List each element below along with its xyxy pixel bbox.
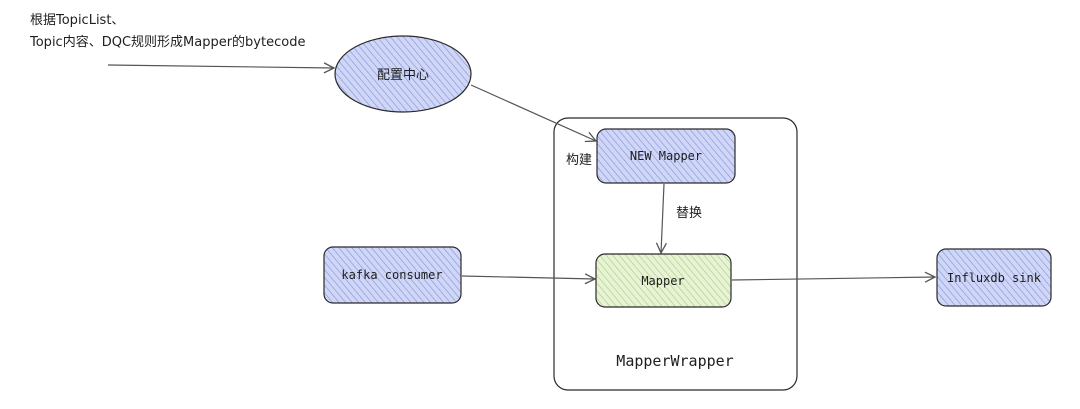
edge-kafka-to-mapper (461, 276, 595, 279)
mapper-wrapper-box (553, 117, 798, 391)
source-note: 根据TopicList、 Topic内容、DQC规则形成Mapper的bytec… (30, 10, 305, 54)
edge-mapper-to-influxdb (731, 277, 935, 280)
influxdb-sink-node: Influxdb sink (936, 248, 1052, 307)
mapper-wrapper-label: MapperWrapper (616, 352, 733, 370)
edge-note-to-config (107, 65, 334, 68)
source-note-line-1: 根据TopicList、 (30, 13, 125, 28)
new-mapper-node: NEW Mapper (596, 128, 736, 184)
source-note-line-2: Topic内容、DQC规则形成Mapper的bytecode (30, 35, 306, 50)
edge-config-to-new-mapper (470, 84, 596, 141)
influxdb-sink-label: Influxdb sink (947, 271, 1042, 285)
kafka-consumer-label: kafka consumer (341, 268, 442, 282)
config-center-label: 配置中心 (377, 68, 429, 83)
config-center-node: 配置中心 (334, 35, 472, 113)
new-mapper-label: NEW Mapper (630, 149, 702, 163)
edge-label-replace: 替换 (676, 206, 702, 221)
mapper-label: Mapper (641, 274, 684, 288)
mapper-node: Mapper (595, 253, 732, 308)
kafka-consumer-node: kafka consumer (323, 246, 462, 304)
edge-label-build: 构建 (566, 153, 592, 168)
edge-new-mapper-to-mapper (661, 183, 664, 253)
